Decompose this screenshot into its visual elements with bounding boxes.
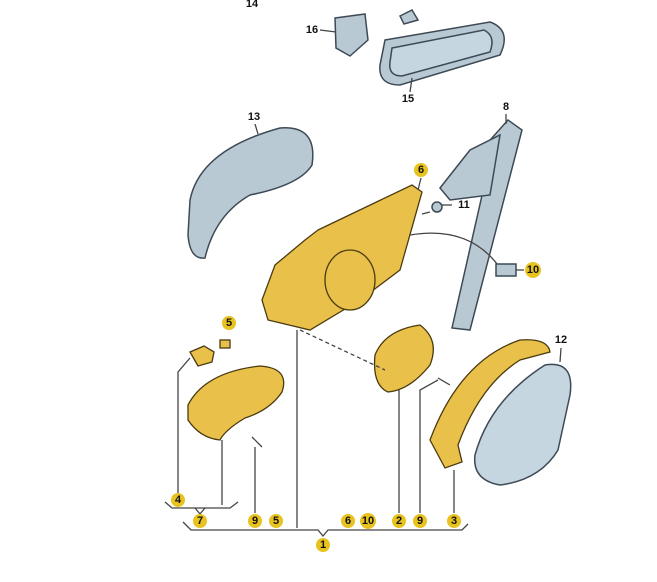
rear-view-mirror-15[interactable]: [379, 9, 505, 86]
svg-text:9: 9: [417, 515, 423, 527]
badge-10: 10: [525, 262, 541, 278]
small-parts-5[interactable]: [189, 339, 231, 367]
badge-6b: 6: [341, 514, 355, 528]
badge-3: 3: [447, 514, 461, 528]
svg-text:10: 10: [362, 515, 374, 527]
label-14: 14: [246, 0, 259, 10]
label-13: 13: [248, 111, 260, 123]
svg-text:9: 9: [252, 515, 258, 527]
label-16: 16: [306, 24, 318, 36]
adjuster-motor-2[interactable]: [373, 324, 434, 393]
svg-text:5: 5: [273, 515, 279, 527]
badge-2: 2: [392, 514, 406, 528]
screw-11[interactable]: [421, 201, 443, 215]
badge-5: 5: [222, 316, 236, 330]
badge-10b: 10: [360, 513, 376, 529]
badge-1: 1: [316, 538, 330, 552]
mirror-glass-12[interactable]: [473, 363, 572, 486]
badge-4: 4: [171, 493, 185, 507]
triangle-trim-8[interactable]: [439, 118, 523, 331]
svg-text:3: 3: [451, 515, 457, 527]
label-11: 11: [458, 199, 470, 211]
svg-text:2: 2: [396, 515, 402, 527]
svg-text:7: 7: [197, 515, 203, 527]
svg-text:10: 10: [527, 264, 539, 276]
label-12: 12: [555, 334, 567, 346]
lower-housing-4[interactable]: [187, 365, 285, 441]
screw-9[interactable]: [251, 377, 451, 448]
wiring-harness-10[interactable]: [409, 232, 517, 277]
mirror-cap-13[interactable]: [187, 127, 314, 259]
svg-text:4: 4: [175, 494, 182, 506]
badge-7: 7: [193, 514, 207, 528]
svg-text:1: 1: [320, 539, 326, 551]
badge-9a: 9: [248, 514, 262, 528]
mirror-cover-16[interactable]: [334, 13, 369, 57]
svg-text:5: 5: [226, 317, 232, 329]
svg-text:6: 6: [418, 164, 424, 176]
label-8: 8: [503, 101, 509, 113]
mirror-base-6[interactable]: [261, 184, 423, 331]
svg-text:6: 6: [345, 515, 351, 527]
badge-6: 6: [414, 163, 428, 177]
leader-lines: [164, 29, 562, 538]
badge-5b: 5: [269, 514, 283, 528]
badge-9b: 9: [413, 514, 427, 528]
mirror-frame-3[interactable]: [429, 339, 551, 469]
label-15: 15: [402, 93, 414, 105]
